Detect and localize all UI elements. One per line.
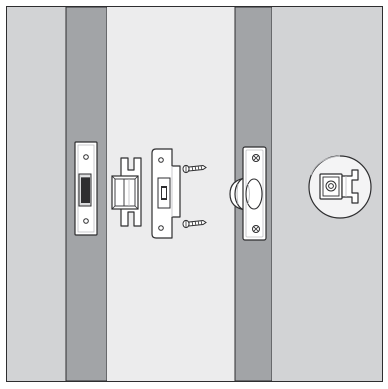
wall-left bbox=[7, 7, 66, 381]
door-bore-hole-icon bbox=[309, 156, 371, 218]
strike-plate-icon bbox=[75, 142, 97, 235]
